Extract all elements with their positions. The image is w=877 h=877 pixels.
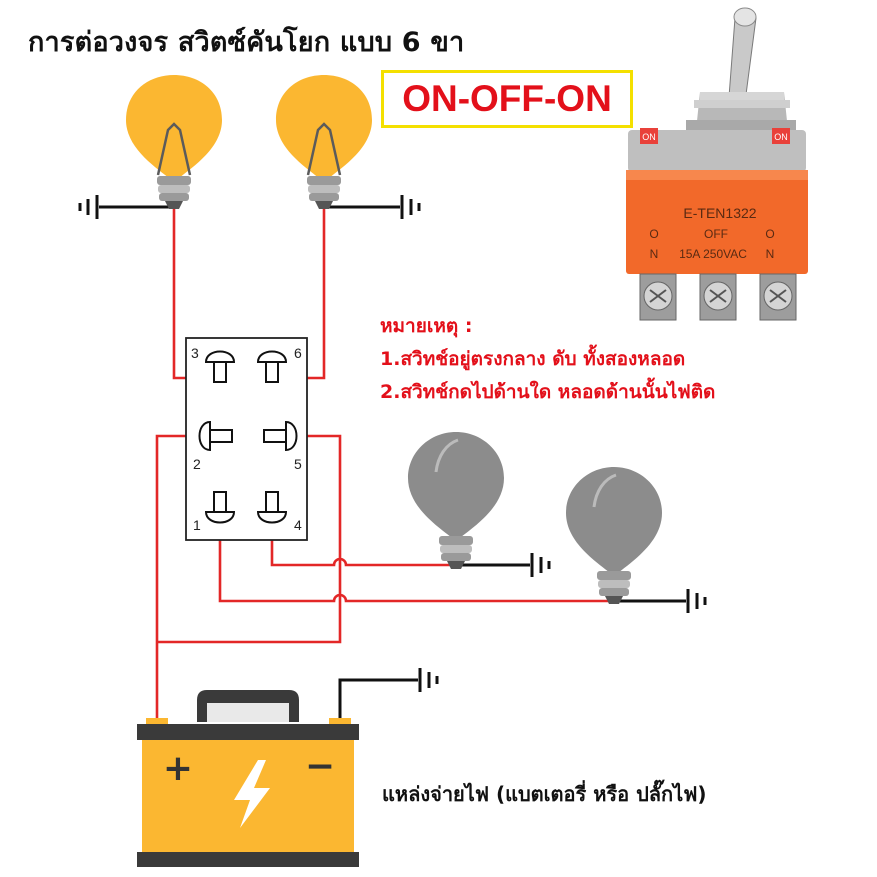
ground-symbol-top-left xyxy=(78,195,99,219)
terminal-5 xyxy=(263,420,298,452)
switch-off-mark: OFF xyxy=(704,227,728,241)
notes-heading: หมายเหตุ : xyxy=(380,315,473,337)
switch-terminal-box xyxy=(185,337,308,541)
ground-symbol-top-right xyxy=(400,195,421,219)
toggle-switch-photo: ON ON E-TEN1322 OFF O O N N 15A 250VAC xyxy=(626,7,808,321)
battery-minus-sign: − xyxy=(305,746,335,787)
battery-plus-sign: + xyxy=(163,748,193,789)
switch-side-n-left: N xyxy=(650,247,659,261)
battery-icon xyxy=(137,690,359,867)
note-item: 1.สวิทช์อยู่ตรงกลาง ดับ ทั้งสองหลอด xyxy=(380,348,686,370)
terminal-label-5: 5 xyxy=(294,456,302,472)
ground-symbol-battery xyxy=(418,668,439,692)
switch-side-o-right: O xyxy=(765,227,774,241)
supply-label: แหล่งจ่ายไฟ (แบตเตอรี่ หรือ ปลั๊กไฟ) xyxy=(382,782,707,806)
terminal-4 xyxy=(256,491,288,524)
mode-highlight-box: ON-OFF-ON xyxy=(381,70,633,128)
terminal-6 xyxy=(256,350,288,383)
lever-cap-left: ON xyxy=(642,132,656,142)
ground-wires xyxy=(99,205,686,722)
lever-cap-right: ON xyxy=(774,132,788,142)
terminal-label-4: 4 xyxy=(294,517,302,533)
ground-symbol-bulb4 xyxy=(686,589,707,613)
terminal-2 xyxy=(198,420,233,452)
switch-rating-text: 15A 250VAC xyxy=(679,247,747,261)
bulb-icon-right xyxy=(566,467,662,604)
page-title: การต่อวงจร สวิตซ์คันโยก แบบ 6 ขา xyxy=(28,27,465,58)
switch-side-o-left: O xyxy=(649,227,658,241)
mode-label: ON-OFF-ON xyxy=(402,78,612,119)
terminal-label-2: 2 xyxy=(193,456,201,472)
terminal-label-1: 1 xyxy=(193,517,201,533)
terminal-label-6: 6 xyxy=(294,345,302,361)
terminal-1 xyxy=(204,491,236,524)
notes-block: หมายเหตุ : 1.สวิทช์อยู่ตรงกลาง ดับ ทั้งส… xyxy=(380,310,715,409)
ground-symbol-bulb3 xyxy=(530,553,551,577)
bulb-icon-top-right xyxy=(276,75,372,209)
terminal-label-3: 3 xyxy=(191,345,199,361)
switch-model-text: E-TEN1322 xyxy=(683,205,756,221)
bulb-icon-top-left xyxy=(126,75,222,209)
switch-side-n-right: N xyxy=(766,247,775,261)
note-item: 2.สวิทช์กดไปด้านใด หลอดด้านนั้นไฟติด xyxy=(380,381,716,403)
terminal-3 xyxy=(204,350,236,383)
bulb-icon-mid xyxy=(408,432,504,569)
